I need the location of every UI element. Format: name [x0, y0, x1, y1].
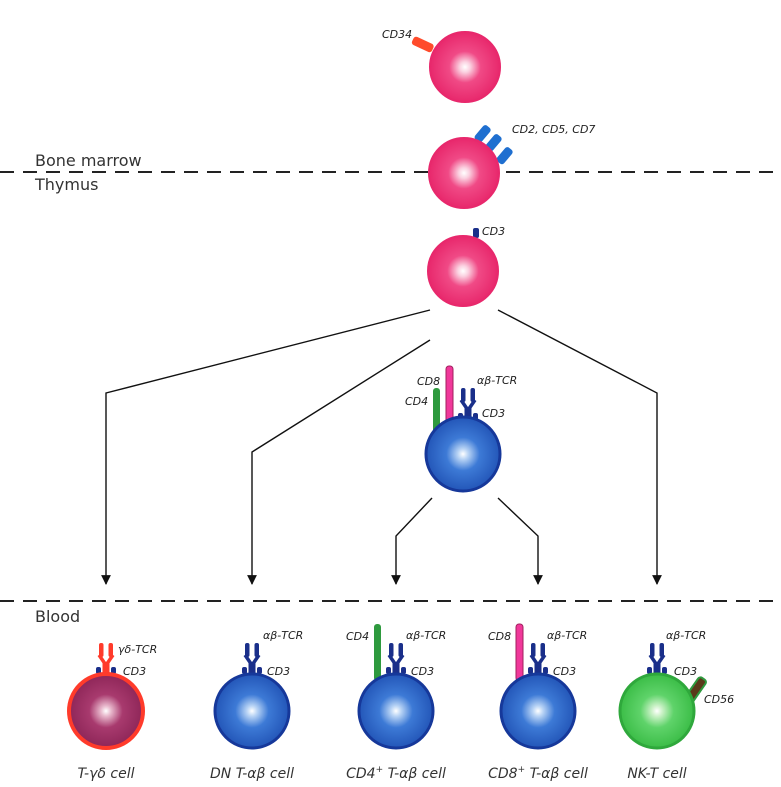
ab-tcr-label: αβ-TCR: [666, 629, 706, 642]
t-gd-cell: γδ-TCR CD3 T-γδ cell: [67, 641, 157, 782]
ab-tcr-label: αβ-TCR: [477, 374, 517, 387]
cd8-receptor: [445, 365, 454, 424]
differentiation-arrows: [101, 309, 662, 585]
cd3-label: CD3: [123, 665, 146, 678]
dn-t-ab-cell: αβ-TCR CD3 DN T-αβ cell: [210, 629, 303, 782]
cd4-label: CD4: [405, 395, 428, 408]
cd8-label: CD8: [417, 375, 440, 388]
cd7-receptor: [496, 147, 513, 165]
ab-tcr-receptor: [529, 641, 547, 677]
cd4-receptor: [433, 388, 440, 433]
cd34-label: CD34: [382, 28, 412, 41]
bone-marrow-label: Bone marrow: [35, 151, 142, 170]
t-gd-cell-caption: T-γδ cell: [78, 766, 135, 782]
ab-tcr-label: αβ-TCR: [547, 629, 587, 642]
cd2-cd5-cd7-label: CD2, CD5, CD7: [512, 123, 595, 136]
arrow-to-cd8-cell: [497, 497, 543, 585]
pro-t-cell-body: [428, 137, 500, 209]
cd3-label: CD3: [482, 225, 505, 238]
double-positive-cell: CD8 CD4 αβ-TCR CD3: [405, 365, 517, 493]
ab-tcr-receptor: [648, 641, 666, 677]
dn-cell-body: [213, 672, 291, 750]
cd5-receptor: [485, 134, 502, 152]
cd2-receptor: [474, 125, 491, 143]
cd3-thymocyte-cell: CD3: [427, 225, 505, 307]
cd8-label: CD8: [488, 630, 511, 643]
thymus-label: Thymus: [34, 175, 98, 194]
cd4-cell-body: [357, 672, 435, 750]
cd3-label: CD3: [267, 665, 290, 678]
cd3-label: CD3: [411, 665, 434, 678]
cd4-cell-caption: CD4+ T-αβ cell: [346, 765, 446, 782]
ab-tcr-receptor: [243, 641, 261, 677]
cd8-t-ab-cell: CD8 αβ-TCR CD3 CD8+ T-αβ cell: [488, 623, 588, 782]
ab-tcr-label: αβ-TCR: [263, 629, 303, 642]
cd4-label: CD4: [346, 630, 369, 643]
nk-t-cell: αβ-TCR CD3 CD56 NK-T cell: [618, 629, 734, 782]
cd8-receptor: [515, 623, 524, 682]
double-positive-cell-body: [424, 415, 502, 493]
blood-label: Blood: [35, 607, 80, 626]
cd56-label: CD56: [704, 693, 734, 706]
cd3-label: CD3: [553, 665, 576, 678]
nkt-cell-caption: NK-T cell: [627, 766, 686, 782]
progenitor-cell-body: [429, 31, 501, 103]
gd-tcr-receptor: [97, 641, 115, 677]
cd8-cell-caption: CD8+ T-αβ cell: [488, 765, 588, 782]
arrow-to-nkt-cell: [497, 309, 662, 585]
cd3-receptor: [473, 228, 479, 238]
ab-tcr-label: αβ-TCR: [406, 629, 446, 642]
cd3-label: CD3: [674, 665, 697, 678]
nkt-cell-body: [618, 672, 696, 750]
cd3-label: CD3: [482, 407, 505, 420]
arrow-to-cd4-cell: [391, 497, 433, 585]
dn-cell-caption: DN T-αβ cell: [210, 766, 294, 782]
arrow-to-dn-cell: [247, 339, 431, 585]
cd34-receptor: [411, 36, 434, 53]
t-gd-cell-body: [67, 672, 145, 750]
cd4-t-ab-cell: CD4 αβ-TCR CD3 CD4+ T-αβ cell: [346, 624, 446, 782]
cd34-progenitor-cell: CD34: [382, 28, 501, 103]
gd-tcr-label: γδ-TCR: [118, 643, 157, 656]
cd2-cd5-cd7-cell: CD2, CD5, CD7: [428, 123, 595, 209]
cd8-cell-body: [499, 672, 577, 750]
ab-tcr-receptor: [387, 641, 405, 677]
thymocyte-cell-body: [427, 235, 499, 307]
ab-tcr-receptor: [459, 386, 477, 422]
arrow-to-gd-cell: [101, 309, 431, 585]
cd4-receptor: [374, 624, 381, 681]
